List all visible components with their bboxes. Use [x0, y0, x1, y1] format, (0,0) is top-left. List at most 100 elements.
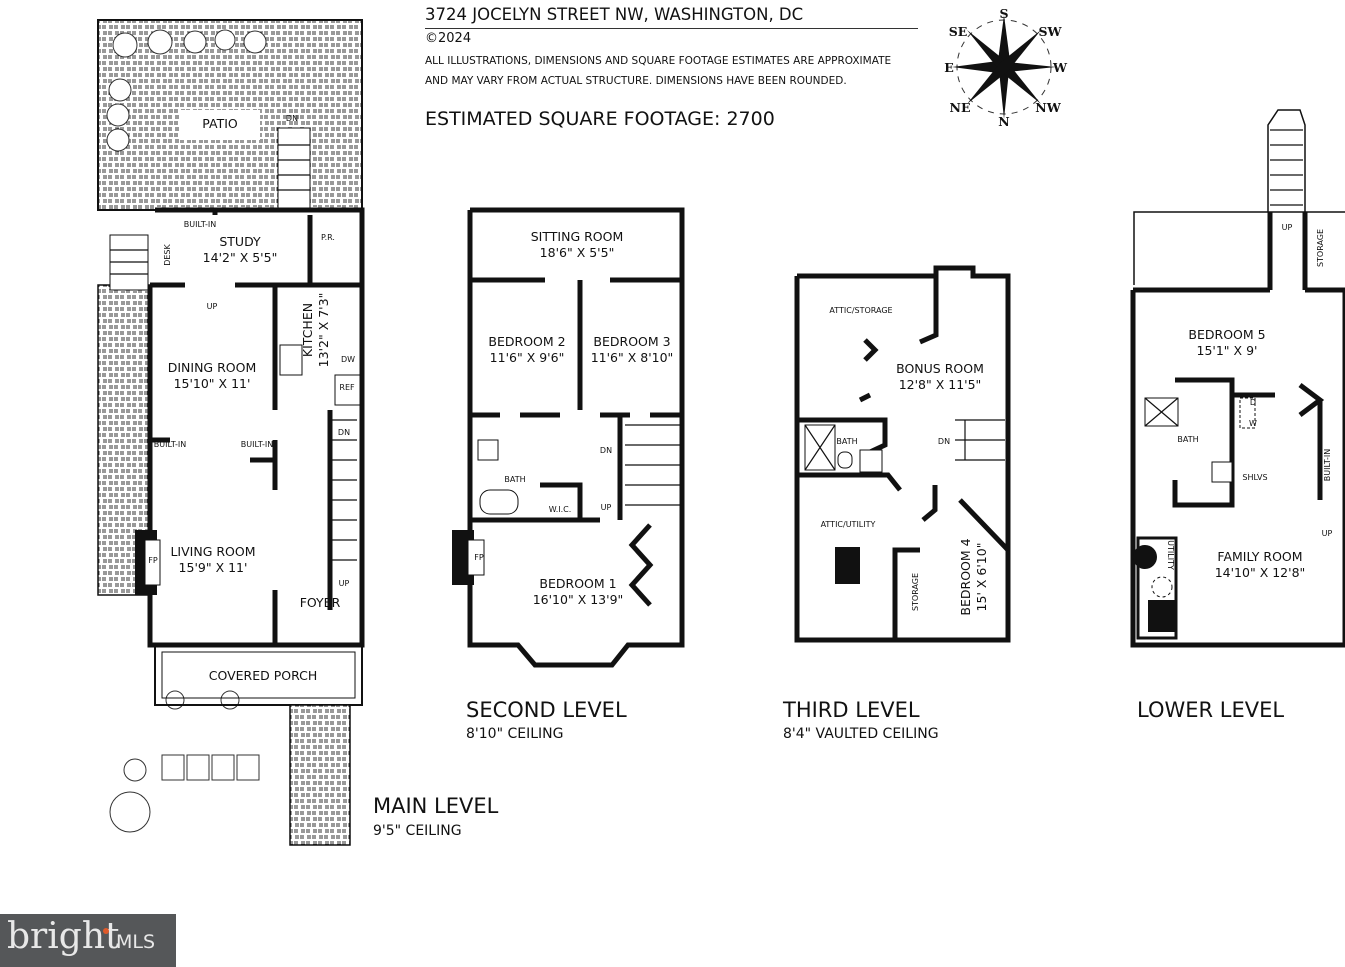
walk-in-closet-label: W.I.C. — [549, 505, 572, 514]
refrigerator-icon — [334, 374, 361, 406]
stairs-up-label: UP — [1282, 223, 1293, 232]
shower-icon — [804, 424, 836, 471]
third-level-outer-wall — [794, 265, 1011, 643]
second-level-plan: SITTING ROOM 18'6" X 5'5" BEDROOM 2 11'6… — [452, 207, 685, 742]
bedroom-3-dimensions: 11'6" X 8'10" — [591, 350, 674, 365]
dining-room-label: DINING ROOM — [168, 360, 257, 375]
covered-porch-label: COVERED PORCH — [209, 668, 318, 683]
lower-level-title: LOWER LEVEL — [1137, 698, 1284, 722]
interior-stairs — [625, 424, 680, 506]
storage-label: STORAGE — [1316, 229, 1325, 267]
third-level-title: THIRD LEVEL — [782, 698, 920, 722]
front-walk — [289, 704, 351, 846]
interior-stairs — [332, 419, 357, 561]
dishwasher-label: DW — [341, 355, 355, 364]
bedroom-1-label: BEDROOM 1 — [539, 576, 616, 591]
bedroom-1-dimensions: 16'10" X 13'9" — [533, 592, 624, 607]
living-room-dimensions: 15'9" X 11' — [179, 560, 248, 575]
bedroom-3-label: BEDROOM 3 — [593, 334, 670, 349]
third-level-ceiling: 8'4" VAULTED CEILING — [783, 726, 939, 742]
interior-wall — [470, 415, 654, 607]
stove-icon — [279, 344, 303, 376]
logo-suffix: MLS — [116, 931, 156, 953]
washer-label: W — [1249, 419, 1257, 428]
built-in-label: BUILT-IN — [184, 220, 216, 229]
kitchen-dimensions: 13'2" X 7'3" — [316, 293, 331, 368]
second-level-outer-wall — [467, 207, 685, 668]
compass-n: N — [998, 114, 1009, 129]
main-level-plan: PATIO STUDY 14'2" X 5'5" BUILT-IN DESK P… — [97, 19, 499, 846]
sitting-room-label: SITTING ROOM — [531, 229, 624, 244]
storage-label: STORAGE — [911, 573, 920, 611]
built-in-label: BUILT-IN — [154, 440, 186, 449]
second-level-ceiling: 8'10" CEILING — [466, 726, 563, 742]
sink-icon — [859, 449, 883, 473]
stairs-up-label: UP — [339, 579, 350, 588]
bathtub-icon — [479, 489, 519, 515]
living-room-label: LIVING ROOM — [170, 544, 255, 559]
bedroom-5-dimensions: 15'1" X 9' — [1197, 343, 1258, 358]
kitchen-label: KITCHEN — [300, 303, 315, 357]
compass-se: SE — [949, 24, 968, 39]
third-level-plan: ATTIC/STORAGE BONUS ROOM 12'8" X 11'5" B… — [782, 265, 1011, 742]
interior-wall — [150, 410, 333, 645]
built-in-label: BUILT-IN — [1323, 449, 1332, 481]
interior-wall — [797, 276, 1010, 640]
patio-label: PATIO — [202, 116, 238, 131]
covered-porch — [154, 644, 363, 706]
copyright: ©2024 — [425, 31, 472, 46]
interior-wall — [1172, 377, 1325, 508]
compass-s: S — [999, 6, 1008, 21]
toilet-icon — [837, 451, 853, 469]
stepping-stones — [161, 754, 260, 781]
study-dimensions: 14'2" X 5'5" — [203, 250, 278, 265]
compass-rose-icon: S SW W NW N NE E SE — [944, 6, 1068, 129]
bath-label: BATH — [504, 475, 525, 484]
bedroom-4-dimensions: 15' X 6'10" — [974, 543, 989, 612]
utility-label: UTILITY — [1166, 540, 1175, 570]
fireplace-label: FP — [474, 553, 484, 562]
refrigerator-label: REF — [339, 383, 355, 392]
furnace-icon — [1148, 600, 1176, 632]
stairs-down-label: DN — [600, 446, 612, 455]
logo-dot-icon — [103, 928, 109, 934]
fireplace-label: FP — [148, 556, 158, 565]
bedroom-4-label: BEDROOM 4 — [958, 538, 973, 615]
compass-w: W — [1052, 60, 1068, 75]
main-level-ceiling: 9'5" CEILING — [373, 823, 462, 839]
foyer-label: FOYER — [300, 595, 341, 610]
second-level-title: SECOND LEVEL — [466, 698, 627, 722]
study-label: STUDY — [219, 234, 261, 249]
stairs-down-label: DN — [338, 428, 350, 437]
bedroom-2-label: BEDROOM 2 — [488, 334, 565, 349]
stairs-up-label: UP — [1322, 529, 1333, 538]
family-room-label: FAMILY ROOM — [1217, 549, 1302, 564]
lower-level-outer-wall — [1130, 212, 1345, 648]
bonus-room-label: BONUS ROOM — [896, 361, 984, 376]
lower-level-plan: STORAGE BEDROOM 5 15'1" X 9' BATH D W SH… — [1130, 109, 1345, 722]
desk-label: DESK — [163, 243, 172, 265]
stairs-down-label: DN — [286, 114, 298, 123]
toilet-icon — [477, 439, 499, 461]
bath-label: BATH — [836, 437, 857, 446]
stairs-up-label: UP — [601, 503, 612, 512]
sitting-room-dimensions: 18'6" X 5'5" — [540, 245, 615, 260]
property-address: 3724 JOCELYN STREET NW, WASHINGTON, DC — [425, 5, 918, 29]
family-room-dimensions: 14'10" X 12'8" — [1215, 565, 1306, 580]
bath-label: BATH — [1177, 435, 1198, 444]
chimney-icon — [835, 547, 860, 584]
interior-stairs — [955, 419, 1005, 461]
compass-sw: SW — [1038, 24, 1062, 39]
compass-nw: NW — [1035, 100, 1061, 115]
bonus-room-dimensions: 12'8" X 11'5" — [899, 377, 982, 392]
bedroom-2-dimensions: 11'6" X 9'6" — [490, 350, 565, 365]
utility-closet — [1136, 536, 1178, 640]
dryer-label: D — [1250, 398, 1256, 407]
shower-icon — [1144, 397, 1179, 427]
built-in-label: BUILT-IN — [241, 440, 273, 449]
shelves-label: SHLVS — [1242, 473, 1267, 482]
bright-mls-logo: bright MLS — [0, 914, 176, 967]
stairs-up-label: UP — [207, 302, 218, 311]
sink-icon — [1211, 461, 1233, 483]
